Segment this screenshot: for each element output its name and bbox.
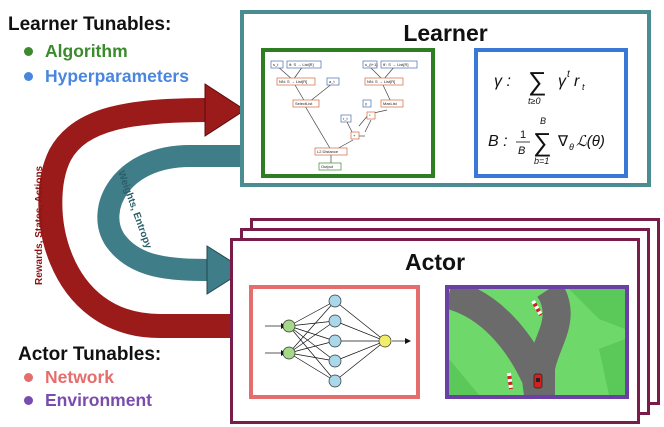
equations-svg: γ : ∑ t≥0 γ t r t B : 1 B B ∑ b=1 ∇ θ ℒ(… <box>488 66 605 166</box>
eq2-grad: ∇ <box>557 133 569 150</box>
actor-title: Actor <box>404 249 466 275</box>
input-neuron <box>282 346 296 360</box>
rewards-arrow <box>38 98 240 338</box>
hidden-neuron <box>328 334 342 348</box>
eq1-sup: t <box>567 69 571 80</box>
network-label: Network <box>45 367 115 387</box>
graph-node: a_t <box>329 79 335 84</box>
graph-node: L2 Distance <box>317 149 339 154</box>
bullet-icon <box>24 72 33 81</box>
graph-node: NN: S → List[R] <box>279 79 307 84</box>
graph-node: SelectList <box>295 101 313 106</box>
weights-arrowhead <box>206 245 246 295</box>
algorithm-label: Algorithm <box>45 41 128 61</box>
eq2-loss: ℒ(θ) <box>576 133 605 150</box>
graph-node: s_{t+1} <box>365 62 378 67</box>
eq2-sum-bot: b=1 <box>534 156 549 166</box>
rewards-arrowhead <box>204 83 246 137</box>
sum-symbol: ∑ <box>533 127 552 157</box>
sum-symbol: ∑ <box>528 66 547 96</box>
graph-node: γ <box>365 101 367 106</box>
computation-graph: s_t θ: S → List[R] s_{t+1} θ': S → List[… <box>261 48 435 178</box>
output-neuron <box>378 334 392 348</box>
eq1-lhs: γ : <box>494 73 511 90</box>
graph-node: r_t <box>343 116 349 121</box>
hidden-neuron <box>328 314 342 328</box>
grass-patch <box>599 339 625 395</box>
race-car-icon <box>533 373 543 389</box>
graph-node: NN: S → List[R] <box>367 79 395 84</box>
grass-patch <box>449 359 479 395</box>
graph-node: * <box>369 113 371 118</box>
eq1-tail-sub: t <box>582 82 585 92</box>
track-curb <box>507 372 513 390</box>
output-arrow-icon <box>405 338 411 344</box>
learner-tunables-heading: Learner Tunables: <box>8 14 172 35</box>
actor-tunables-heading: Actor Tunables: <box>18 344 162 365</box>
input-neuron <box>282 319 296 333</box>
bullet-icon <box>24 396 33 405</box>
environment-svg <box>449 289 625 395</box>
track-curb <box>531 300 543 316</box>
hidden-neuron <box>328 294 342 308</box>
environment-label: Environment <box>45 390 152 410</box>
eq1-term: γ <box>558 73 567 90</box>
eq1-sub: t≥0 <box>528 96 540 106</box>
grass-patch <box>569 289 625 329</box>
bullet-icon <box>24 47 33 56</box>
neural-network <box>249 285 420 399</box>
learner-title: Learner <box>403 20 488 46</box>
weights-arrow <box>97 145 245 281</box>
hyperparameters-label: Hyperparameters <box>45 66 189 86</box>
eq2-lhs: B : <box>488 133 508 150</box>
environment-view <box>445 285 629 399</box>
hidden-neuron <box>328 354 342 368</box>
race-track <box>527 289 571 395</box>
eq2-frac-den: B <box>518 145 525 157</box>
graph-node: + <box>353 133 356 138</box>
network-svg <box>265 294 411 388</box>
graph-node: s_t <box>273 62 279 67</box>
graph-node: θ: S → List[R] <box>289 62 314 67</box>
learner-tunable-algorithm: Algorithm <box>24 41 128 62</box>
actor-tunable-network: Network <box>24 367 114 388</box>
learner-tunable-hyperparameters: Hyperparameters <box>24 66 189 87</box>
bullet-icon <box>24 373 33 382</box>
eq2-frac-num: 1 <box>520 129 526 141</box>
graph-node: MaxList <box>383 101 398 106</box>
graph-node: Output <box>321 164 334 169</box>
actor-tunable-environment: Environment <box>24 390 152 411</box>
eq2-sum-top: B <box>540 116 546 126</box>
rewards-label: Rewards, States, Actions <box>34 165 45 285</box>
loss-equations: γ : ∑ t≥0 γ t r t B : 1 B B ∑ b=1 ∇ θ ℒ(… <box>474 48 628 178</box>
eq2-grad-sub: θ <box>569 142 574 152</box>
graph-node: θ': S → List[R] <box>383 62 408 67</box>
network-edges <box>265 300 405 382</box>
graph-nodes: s_t θ: S → List[R] s_{t+1} θ': S → List[… <box>270 60 418 171</box>
eq1-tail: r <box>574 73 580 90</box>
hidden-neuron <box>328 374 342 388</box>
graph-svg: s_t θ: S → List[R] s_{t+1} θ': S → List[… <box>270 60 418 171</box>
